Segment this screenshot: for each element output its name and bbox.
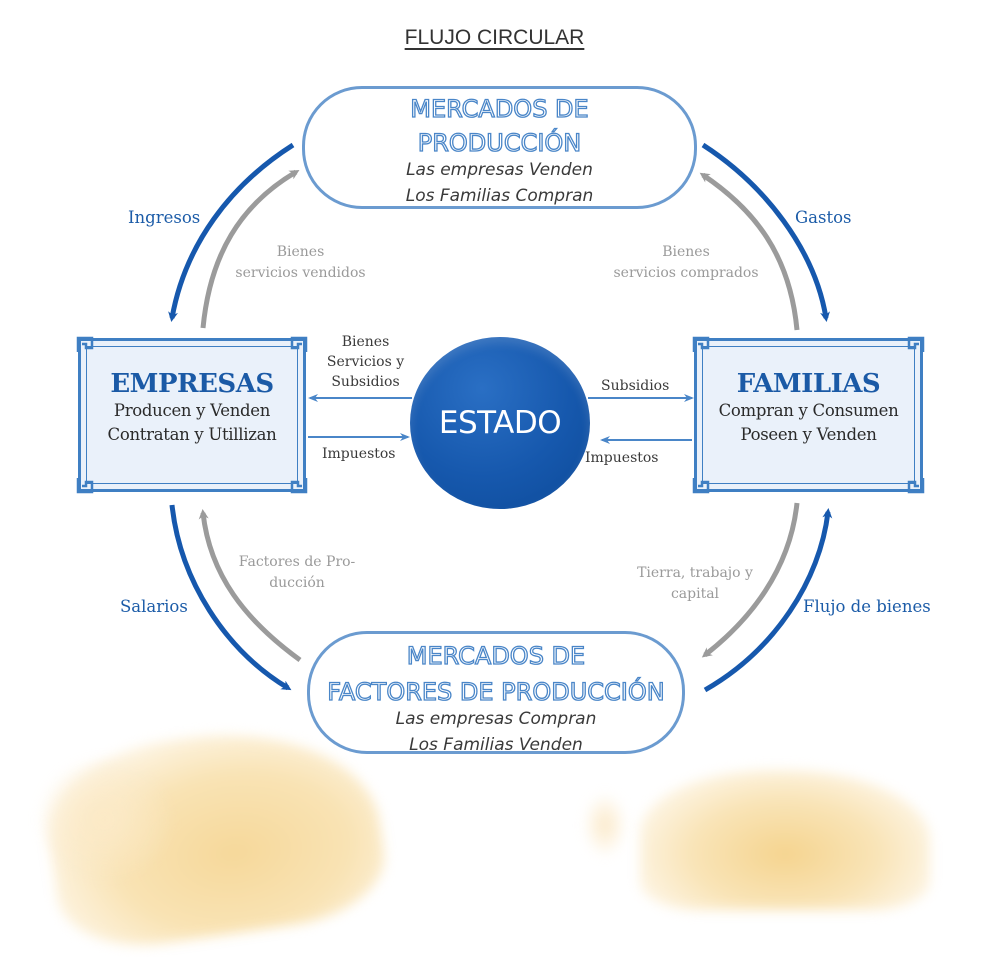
label-factores-line-2: ducción [269,575,325,591]
corner-ornament-icon [76,336,925,494]
agent-empresas: EMPRESAS Producen y Venden Contratan y U… [78,338,306,492]
market-factors-title-1: MERCADOS DE [406,641,586,670]
label-bienes-vendidos: Bienes servicios vendidos [228,242,373,284]
agent-empresas-frame [86,346,298,484]
label-flujo-bienes: Flujo de bienes [803,597,931,616]
label-factores: Factores de Pro- ducción [232,552,362,594]
market-factors-title-2: FACTORES DE PRODUCCIÓN [327,677,666,706]
label-bienes-comprados-line-1: Bienes [662,244,710,260]
label-bienes-comprados: Bienes servicios comprados [606,242,766,284]
market-factors: MERCADOS DE FACTORES DE PRODUCCIÓN Las e… [307,631,685,755]
market-production-line-1: Las empresas Venden [406,160,593,180]
market-factors-line-1: Las empresas Compran [395,709,597,729]
box-corner-ornaments [76,336,925,494]
agent-familias-title: FAMILIAS [736,369,881,399]
diagram-title: FLUJO CIRCULAR [404,26,585,49]
arrow-salarios [169,504,292,691]
market-production-title-1: MERCADOS DE [410,94,590,123]
arrow-flujo-bienes [703,508,833,693]
arrow-bienes-vendidos [200,169,300,329]
label-familias-impuestos: Impuestos [585,450,659,466]
arrow-factores [198,509,302,663]
agent-familias-line-2: Poseen y Venden [740,425,877,444]
label-factores-line-1: Factores de Pro- [238,554,356,570]
label-estado-to-empresas-line-1: Bienes [341,334,390,350]
label-gastos: Gastos [795,208,852,227]
label-bienes-vendidos-line-1: Bienes [276,244,325,260]
label-familias-subsidios: Subsidios [601,378,670,394]
market-production: MERCADOS DE PRODUCCIÓN Las empresas Vend… [302,86,697,209]
label-estado-to-empresas-line-3: Subsidios [331,374,400,390]
agent-empresas-title: EMPRESAS [110,369,274,399]
flow-arrows [168,142,833,693]
agent-familias: FAMILIAS Compran y Consumen Poseen y Ven… [694,338,923,492]
agent-familias-frame [702,346,915,484]
label-tierra-trabajo-line-2: capital [670,586,720,602]
label-empresas-impuestos: Impuestos [322,446,396,462]
label-salarios: Salarios [120,597,188,616]
arrow-tierra-trabajo [701,502,800,658]
estado-circle: ESTADO [410,337,590,509]
arrow-bienes-comprados [699,172,800,331]
market-factors-line-2: Los Familias Venden [409,735,583,755]
agent-familias-line-1: Compran y Consumen [718,401,899,420]
arrow-gastos [701,142,830,322]
label-tierra-trabajo-line-1: Tierra, trabajo y [637,565,753,581]
label-estado-to-empresas: Bienes Servicios y Subsidios [318,332,413,392]
estado-label: ESTADO [438,405,562,441]
label-ingresos: Ingresos [128,208,201,227]
agent-empresas-line-2: Contratan y Utillizan [107,425,277,444]
agent-empresas-line-1: Producen y Venden [113,401,271,420]
label-bienes-vendidos-line-2: servicios vendidos [235,265,366,281]
market-production-title-2: PRODUCCIÓN [417,128,582,157]
arrow-ingresos [168,142,295,322]
label-tierra-trabajo: Tierra, trabajo y capital [630,563,760,605]
market-production-line-2: Los Familias Compran [405,186,594,206]
label-bienes-comprados-line-2: servicios comprados [613,265,759,281]
label-estado-to-empresas-line-2: Servicios y [326,354,405,370]
